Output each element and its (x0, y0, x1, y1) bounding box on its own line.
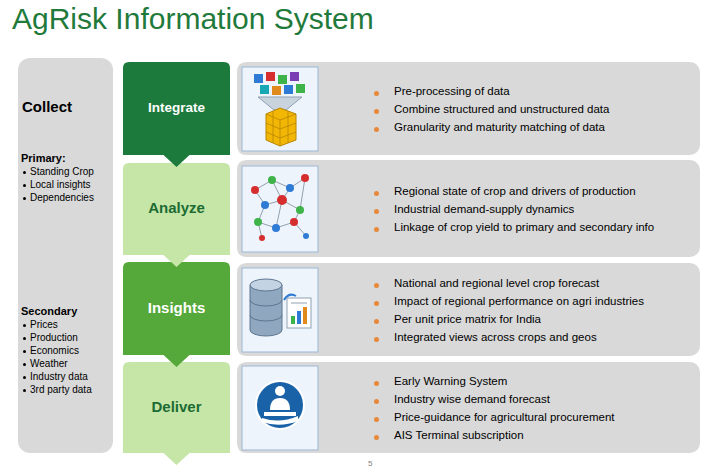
bullet-item: Dependencies (22, 192, 94, 203)
delivery-icon (256, 381, 304, 429)
bullet-item: Weather (22, 358, 68, 369)
panel-heading: Primary: (21, 152, 66, 164)
bullet-item: Industrial demand-supply dynamics (372, 203, 700, 215)
bullet-item: AIS Terminal subscription (372, 429, 700, 441)
icon-frame (242, 67, 318, 450)
detail-band: Pre-processing of dataCombine structured… (332, 62, 700, 155)
detail-band: Early Warning SystemIndustry wise demand… (332, 362, 700, 453)
page-title: AgRisk Information System (12, 2, 374, 36)
bullet-item: Pre-processing of data (372, 85, 700, 97)
bullet-item: Combine structured and unstructured data (372, 103, 700, 115)
bullet-item: Per unit price matrix for India (372, 313, 700, 325)
bullet-item: Integrated views across crops and geos (372, 331, 700, 343)
band-left (237, 62, 332, 453)
stage-label: Analyze (123, 199, 230, 216)
bullet-item: Prices (22, 319, 58, 330)
page-number: 5 (368, 459, 372, 468)
bullet-item: Local insights (22, 179, 91, 190)
bullet-item: 3rd party data (22, 384, 92, 395)
bullet-item: Industry wise demand forecast (372, 393, 700, 405)
cubes-icon (254, 72, 305, 146)
stage-fill (123, 362, 230, 465)
stage-fill (123, 262, 230, 367)
bullet-item: Price-guidance for agricultural procurem… (372, 411, 700, 423)
bullet-item: Granularity and maturity matching of dat… (372, 121, 700, 133)
stage-fill (123, 62, 230, 167)
stage-box: Analyze (123, 163, 230, 255)
stage-box: Integrate (123, 62, 230, 155)
detail-band: Regional state of crop and drivers of pr… (332, 160, 700, 257)
bullet-item: Standing Crop (22, 166, 94, 177)
collect-panel: CollectPrimary: Standing CropLocal insigh… (18, 58, 113, 453)
stage-fill (123, 163, 230, 267)
panel-heading: Secondary (21, 305, 77, 317)
network-icon (251, 174, 309, 241)
panel-heading: Collect (22, 98, 72, 115)
detail-band: National and regional level crop forecas… (332, 263, 700, 356)
stage-box: Insights (123, 262, 230, 355)
bullet-item: Linkage of crop yield to primary and sec… (372, 221, 700, 233)
bullet-item: Regional state of crop and drivers of pr… (372, 185, 700, 197)
bullet-item: Impact of regional performance on agri i… (372, 295, 700, 307)
stage-label: Insights (123, 299, 230, 316)
stage-box: Deliver (123, 362, 230, 453)
database-icon (250, 279, 311, 336)
stage-label: Integrate (123, 100, 230, 115)
bullet-item: Early Warning System (372, 375, 700, 387)
bullet-item: Industry data (22, 371, 88, 382)
bullet-item: National and regional level crop forecas… (372, 277, 700, 289)
bullet-item: Production (22, 332, 78, 343)
bullet-item: Economics (22, 345, 79, 356)
stage-label: Deliver (123, 398, 230, 415)
